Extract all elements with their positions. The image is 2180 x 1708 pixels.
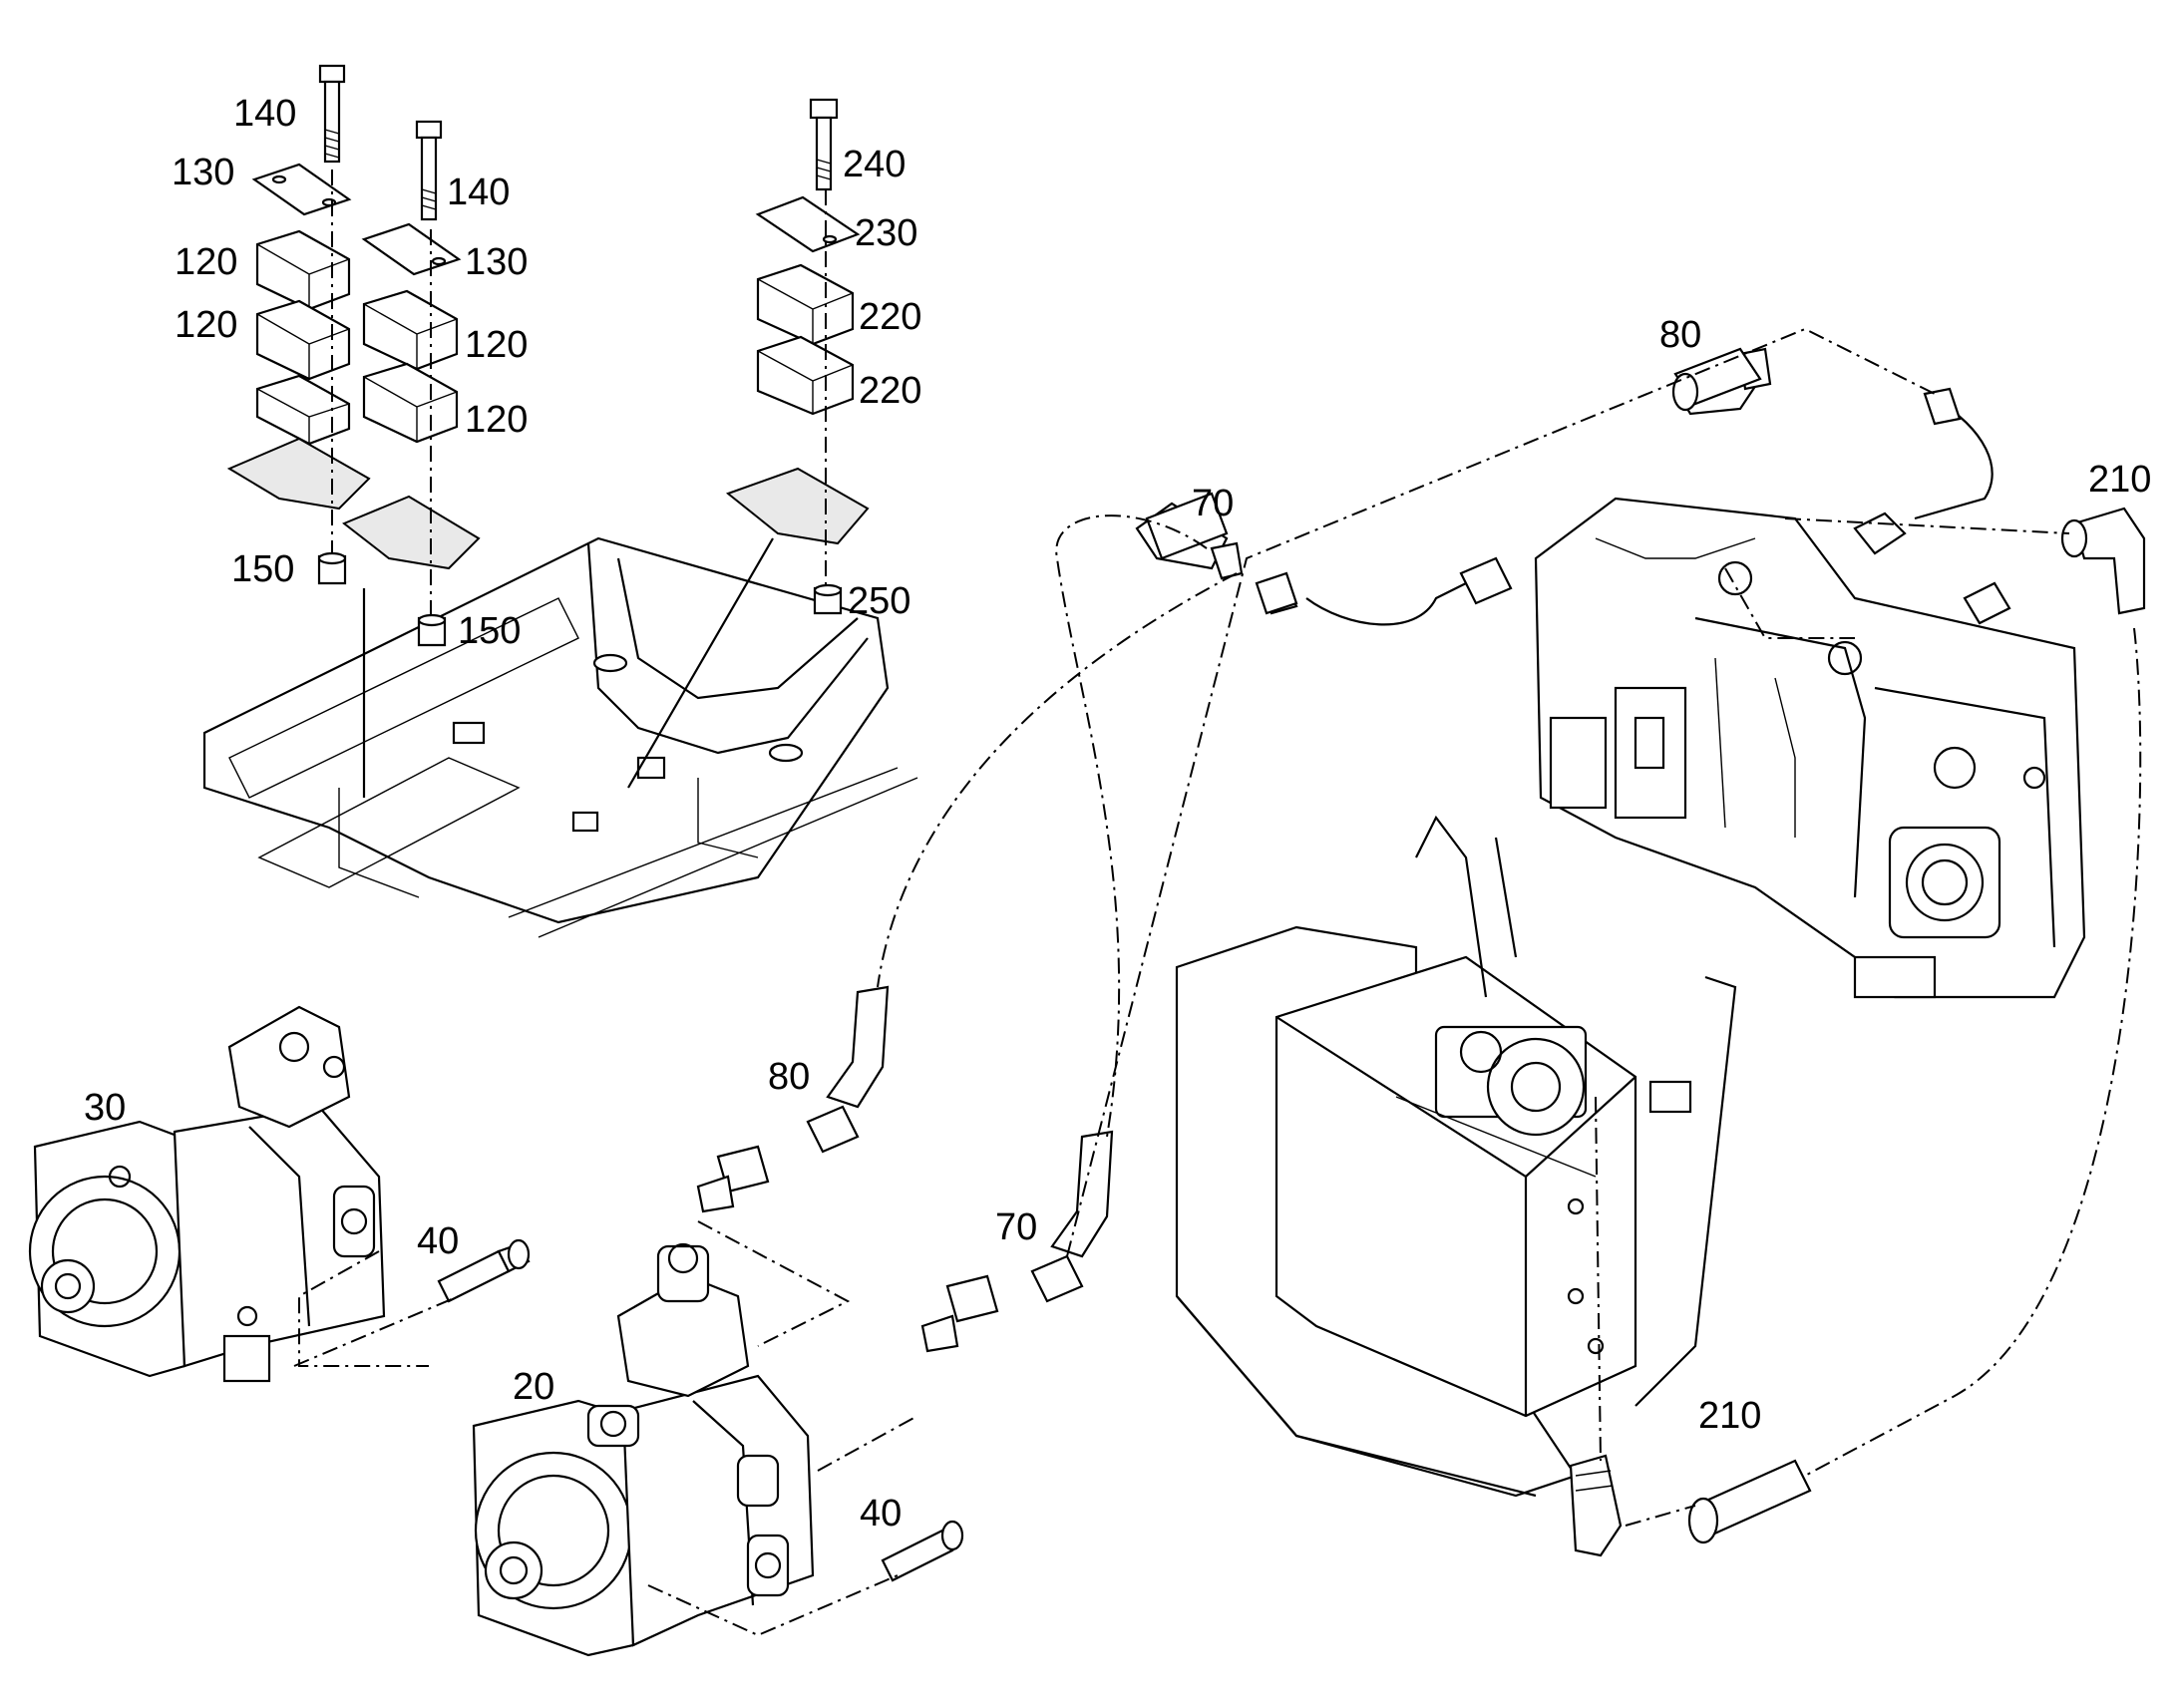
label-40-upper: 40 (417, 1220, 459, 1262)
hose-70-lower (920, 1130, 1114, 1353)
hydraulic-tank (1175, 815, 1737, 1498)
chassis-frame (202, 536, 918, 938)
label-210-lower: 210 (1698, 1395, 1761, 1437)
part-labels: 140 140 130 130 120 120 120 120 150 150 … (84, 93, 2151, 1535)
label-70-upper: 70 (1192, 483, 1234, 524)
label-40-lower: 40 (860, 1493, 902, 1535)
main-pump (1534, 497, 2086, 999)
clamp-stack-1 (226, 64, 371, 798)
plate-130b (361, 222, 462, 276)
plate-230 (755, 195, 861, 253)
base-plate-3 (725, 467, 870, 545)
clamp-stack-2 (342, 120, 481, 647)
label-140b: 140 (447, 171, 510, 213)
fitting-nipple-1 (1963, 581, 2011, 625)
fitting-80-upper-coupler (1671, 347, 1762, 412)
label-80-upper: 80 (1659, 314, 1701, 356)
label-80-lower: 80 (768, 1056, 810, 1098)
motor-30 (28, 1005, 386, 1383)
bolt-40b (881, 1520, 964, 1582)
label-30: 30 (84, 1087, 126, 1129)
label-230: 230 (855, 212, 917, 254)
hose-end-fitting (1459, 556, 1513, 605)
fitting-nipple-2 (1255, 571, 1298, 615)
base-plate-2 (342, 495, 481, 570)
fitting-210-lower (1687, 1459, 1812, 1544)
label-150a: 150 (231, 548, 294, 590)
label-120b: 120 (175, 304, 237, 346)
label-210-upper: 210 (2088, 459, 2151, 501)
plate-130 (251, 163, 352, 216)
label-250: 250 (848, 580, 910, 622)
bolt-40a (437, 1238, 531, 1303)
label-140a: 140 (233, 93, 296, 135)
fitting-70-upper-coupler (1145, 492, 1229, 560)
label-150b: 150 (458, 610, 521, 652)
label-130b: 130 (465, 241, 528, 283)
label-120d: 120 (465, 399, 528, 441)
hose-80-lower (696, 985, 890, 1213)
label-130a: 130 (172, 152, 234, 193)
label-220b: 220 (859, 370, 921, 412)
fitting-210-upper (2060, 507, 2146, 615)
motor-20 (472, 1242, 815, 1657)
base-plate-1 (226, 437, 371, 511)
label-240: 240 (843, 144, 906, 185)
clamp-stack-3 (627, 98, 870, 789)
hose-upper-70 (1305, 582, 1467, 626)
label-70-lower: 70 (995, 1206, 1037, 1248)
connection-lines (293, 327, 2142, 1637)
label-120c: 120 (465, 324, 528, 366)
bolt-head-140 (318, 64, 346, 84)
fitting-tank-elbow (1569, 1454, 1623, 1557)
bolt-shank-140 (323, 80, 341, 164)
label-20: 20 (513, 1366, 554, 1408)
label-120a: 120 (175, 241, 237, 283)
clamp-half-220-lower (756, 335, 855, 416)
label-220a: 220 (859, 296, 921, 338)
